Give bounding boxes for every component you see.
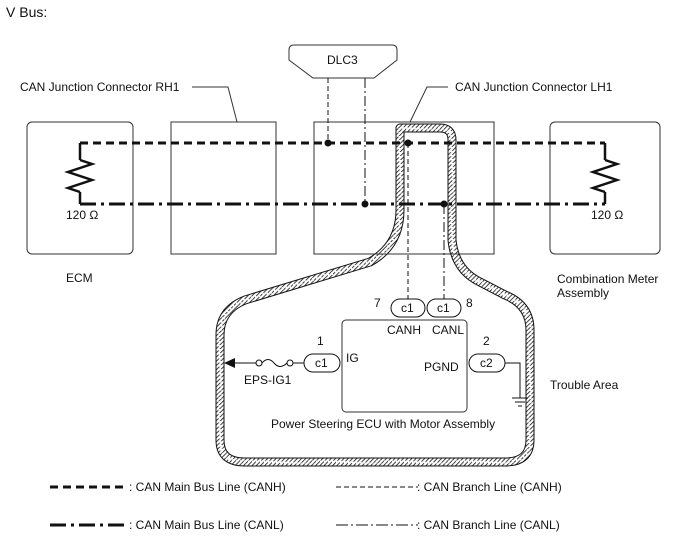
connector-canh-c1 (390, 298, 426, 318)
legend-branch-canl-label: : CAN Branch Line (CANL) (417, 518, 560, 532)
connector-canl-code: c1 (437, 301, 450, 315)
legend-main-canl-label: : CAN Main Bus Line (CANL) (129, 518, 284, 532)
connector-ig-pin: 1 (317, 334, 324, 348)
fuse-label: EPS-IG1 (244, 373, 292, 387)
power-steering-ecu-label: Power Steering ECU with Motor Assembly (271, 417, 495, 431)
ecm-terminating-resistor (64, 143, 96, 204)
power-arrow-icon (224, 358, 235, 368)
ecu-canl-junction-dot (440, 200, 448, 208)
connector-canl-c1 (426, 298, 462, 318)
junction-lh-label: CAN Junction Connector LH1 (455, 80, 613, 94)
connector-pgnd-pin: 2 (483, 334, 490, 348)
ground-icon (505, 362, 528, 407)
dlc3-canh-junction-dot (324, 139, 332, 147)
connector-ig-code: c1 (315, 356, 328, 370)
combination-meter-label: Combination Meter (557, 272, 658, 286)
power-steering-ecu-box (341, 319, 468, 413)
ecu-canh-junction-dot (404, 139, 412, 147)
combination-meter-label-line2: Assembly (557, 286, 609, 300)
dlc3-connector (288, 44, 398, 79)
junction-lh-box (313, 121, 495, 255)
connector-ig-signal: IG (346, 351, 359, 365)
ecm-label: ECM (66, 271, 93, 285)
meter-terminating-resistor (589, 143, 621, 204)
ecm-box (26, 121, 134, 255)
ecm-resistor-value: 120 Ω (66, 208, 98, 222)
junction-rh-label: CAN Junction Connector RH1 (20, 80, 180, 94)
connector-canh-code: c1 (401, 301, 414, 315)
fuse-line (232, 359, 304, 367)
junction-rh-leader (192, 86, 238, 123)
connector-canh-signal: CANH (387, 323, 421, 337)
legend-main-canh-label: : CAN Main Bus Line (CANH) (129, 480, 286, 494)
legend-branch-canh-label: : CAN Branch Line (CANH) (417, 480, 562, 494)
connector-pgnd-signal: PGND (424, 360, 459, 374)
dlc3-canl-junction-dot (361, 200, 369, 208)
connector-pgnd-code: c2 (480, 356, 493, 370)
junction-rh-box (170, 121, 277, 255)
meter-resistor-value: 120 Ω (591, 208, 623, 222)
dlc3-label: DLC3 (327, 53, 358, 67)
connector-canl-pin: 8 (466, 296, 473, 310)
connector-canl-signal: CANL (432, 323, 464, 337)
diagram-title: V Bus: (6, 4, 47, 20)
trouble-area-label: Trouble Area (550, 378, 619, 392)
legend: : CAN Main Bus Line (CANH) : CAN Branch … (50, 480, 562, 532)
combination-meter-box (549, 121, 661, 255)
junction-lh-leader (409, 86, 448, 123)
trouble-area-outline (215, 123, 535, 467)
connector-canh-pin: 7 (374, 296, 381, 310)
